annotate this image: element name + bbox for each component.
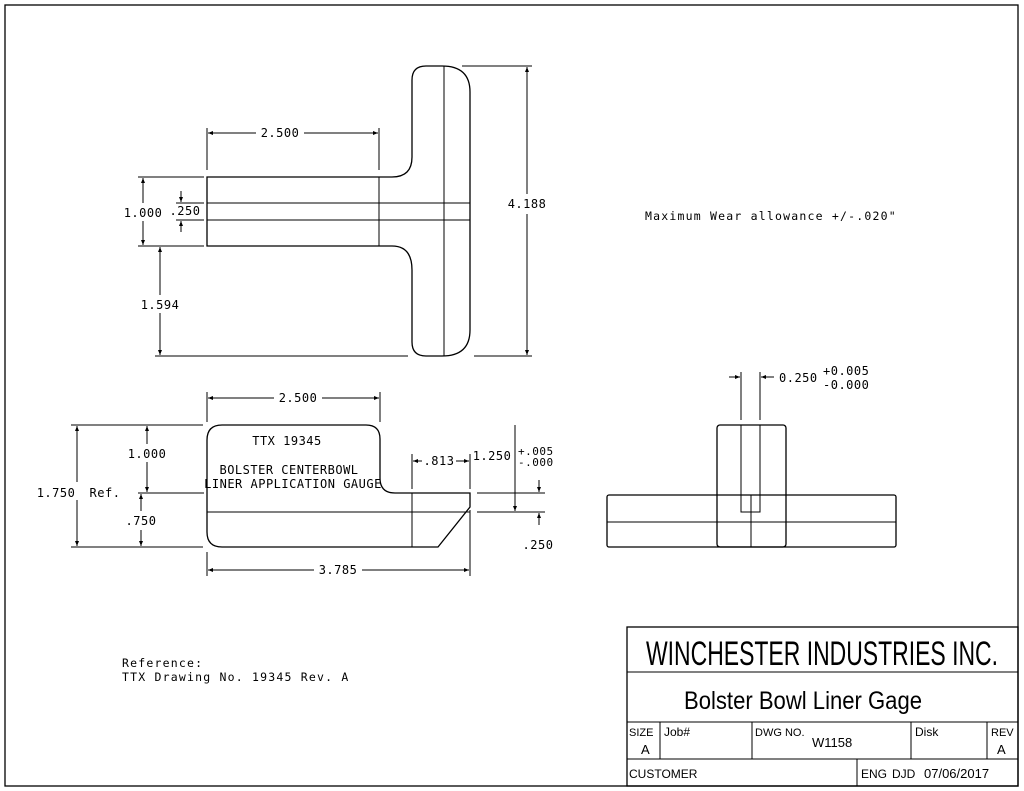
part-number-label: TTX 19345 <box>252 434 322 448</box>
end-view: 0.250 +0.005 -0.000 <box>606 364 897 548</box>
top-dim-height: 1.000 <box>124 206 163 220</box>
side-tol-plus: +.005 <box>518 445 554 458</box>
side-dim-tip-height: 1.250 <box>473 449 512 463</box>
end-tol-plus: +0.005 <box>823 364 869 378</box>
side-dim-width: 2.500 <box>279 391 318 405</box>
top-dim-total: 4.188 <box>508 197 547 211</box>
side-dim-tip-thick: .250 <box>523 538 554 552</box>
title-block: WINCHESTER INDUSTRIES INC. Bolster Bowl … <box>626 626 1019 787</box>
top-view-outline <box>206 65 471 357</box>
size-value: A <box>641 742 650 757</box>
part-name: Bolster Bowl Liner Gage <box>684 687 922 715</box>
sheet-border <box>4 4 1019 787</box>
eng-label: ENG <box>861 767 887 781</box>
part-desc-line2: LINER APPLICATION GAUGE <box>204 477 382 491</box>
side-dim-tip: .813 <box>424 454 455 468</box>
drawing-date: 07/06/2017 <box>924 766 989 781</box>
end-dim-slot: 0.250 <box>779 371 818 385</box>
side-dim-lower: .750 <box>126 514 157 528</box>
dwg-label: DWG NO. <box>755 727 805 739</box>
rev-value: A <box>997 742 1006 757</box>
side-dim-upper: 1.000 <box>128 447 167 461</box>
company-name: WINCHESTER INDUSTRIES INC. <box>646 635 998 673</box>
reference-drawing: TTX Drawing No. 19345 Rev. A <box>122 670 349 684</box>
end-tol-minus: -0.000 <box>823 378 869 392</box>
customer-label: CUSTOMER <box>629 767 698 781</box>
part-desc-line1: BOLSTER CENTERBOWL <box>219 463 358 477</box>
eng-initials: DJD <box>892 767 916 781</box>
top-dim-lower: 1.594 <box>141 298 180 312</box>
top-dim-width: 2.500 <box>261 126 300 140</box>
size-label: SIZE <box>629 727 653 739</box>
side-view: 2.500 1.750 Ref. 1.000 .750 3.785 .813 <box>37 391 554 577</box>
job-label: Job# <box>664 725 690 739</box>
dwg-number: W1158 <box>812 735 852 750</box>
wear-allowance-note: Maximum Wear allowance +/-.020" <box>645 209 897 223</box>
top-view: 2.500 1.000 .250 1.594 4.188 <box>124 65 547 357</box>
top-dim-slot: .250 <box>170 204 201 218</box>
reference-label: Reference: <box>122 656 203 670</box>
side-dim-length: 3.785 <box>319 563 358 577</box>
side-view-outline <box>206 424 471 548</box>
side-tol-minus: -.000 <box>518 456 554 469</box>
side-dim-total: 1.750 <box>37 486 76 500</box>
disk-label: Disk <box>915 725 939 739</box>
side-dim-total-ref: Ref. <box>90 486 121 500</box>
rev-label: REV <box>991 727 1014 739</box>
